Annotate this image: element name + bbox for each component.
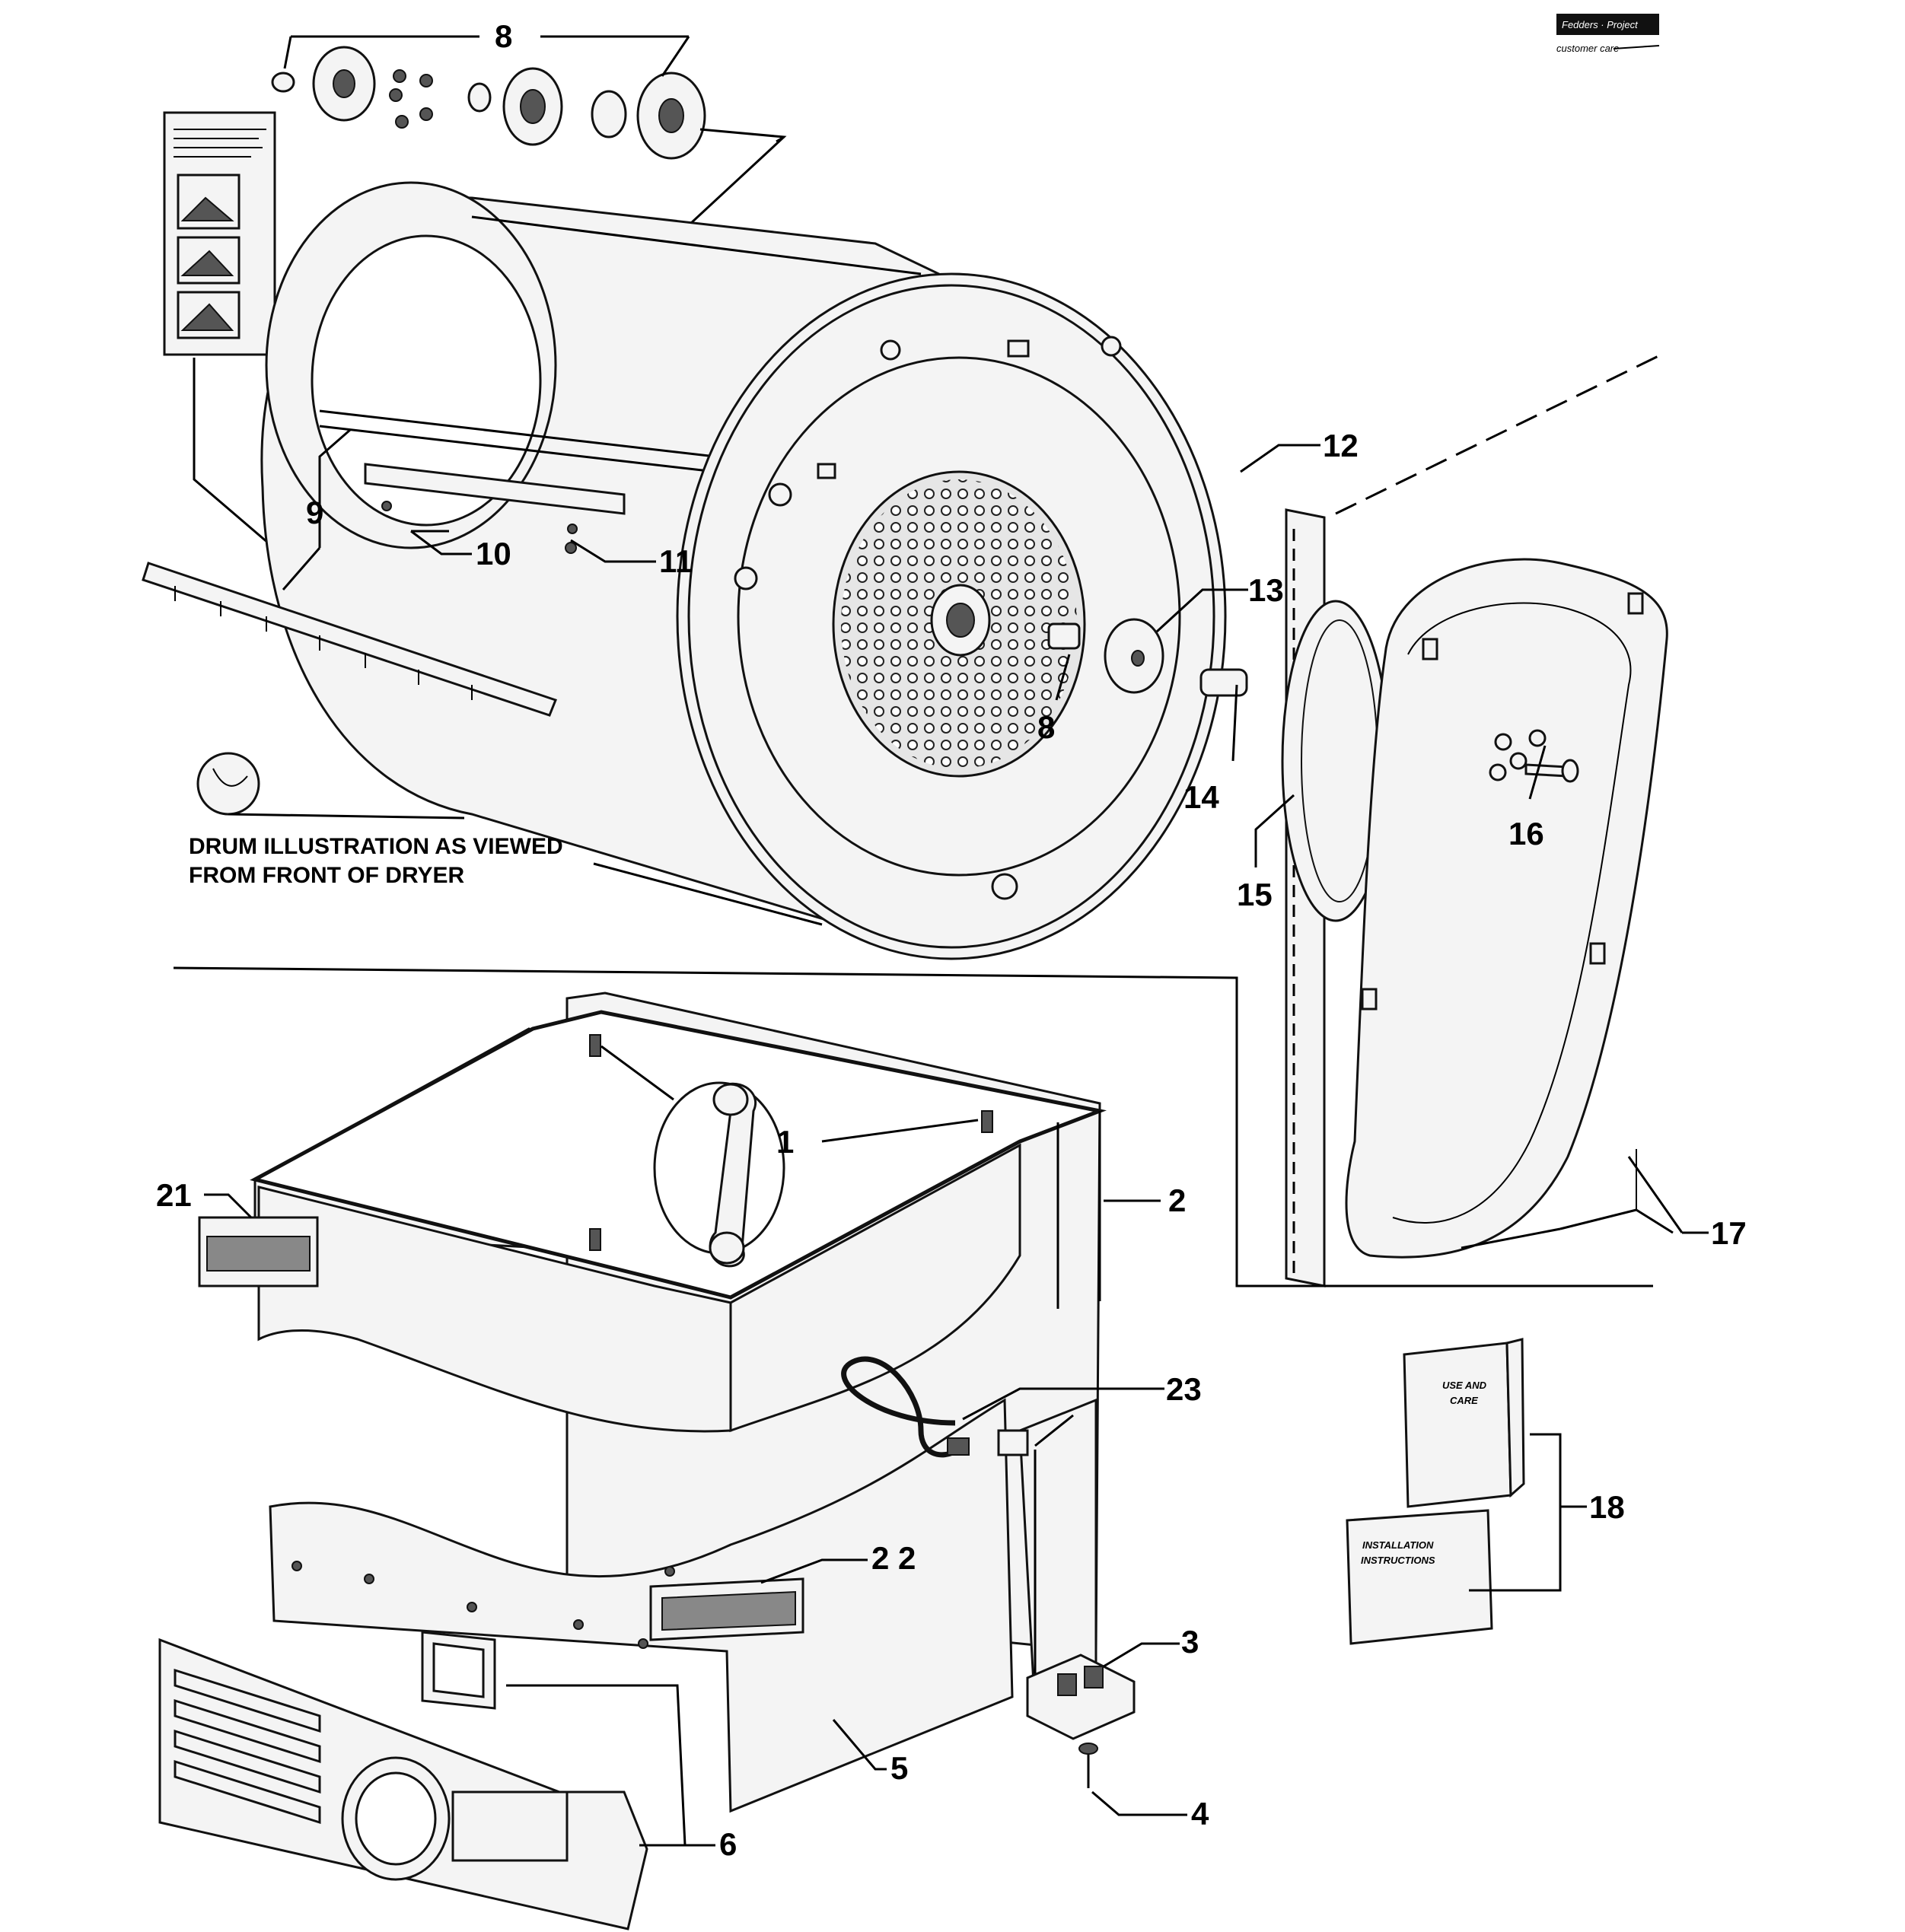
- drum-caption: DRUM ILLUSTRATION AS VIEWED FROM FRONT O…: [189, 752, 823, 926]
- callout-22-label: 2 2: [871, 1540, 916, 1576]
- callout-14: 14: [1183, 684, 1238, 815]
- callout-3: 3: [1103, 1624, 1199, 1668]
- book-use-care-line1: USE AND: [1442, 1380, 1487, 1391]
- base-grille: [158, 1631, 648, 1930]
- callout-8-top-label: 8: [495, 18, 512, 54]
- callout-8-mid: 8: [1037, 654, 1071, 745]
- callout-2-label: 2: [1168, 1182, 1186, 1218]
- callout-16-label: 16: [1508, 816, 1544, 851]
- callout-6-label: 6: [719, 1826, 737, 1862]
- literature-set: USE AND CARE INSTALLATION INSTRUCTIONS 1…: [1346, 1338, 1625, 1645]
- dryer-drum: [260, 181, 1227, 960]
- callout-11: 11: [565, 539, 693, 579]
- callout-12: 12: [1240, 428, 1359, 473]
- callout-1: 1: [776, 1119, 979, 1160]
- caption-line1: DRUM ILLUSTRATION AS VIEWED: [189, 834, 563, 859]
- callout-11-label: 11: [659, 543, 693, 579]
- rear-bearing-parts: [1047, 618, 1248, 697]
- drum-bearing-hardware: [271, 46, 706, 160]
- callout-4: 4: [1091, 1790, 1209, 1832]
- callout-9: 9: [282, 428, 351, 590]
- cabinet-label-21: 21: [156, 1177, 319, 1287]
- power-cord: 23: [841, 1356, 1202, 1458]
- callout-10-label: 10: [476, 536, 511, 571]
- book-install-line2: INSTRUCTIONS: [1361, 1555, 1435, 1566]
- callout-3-label: 3: [1181, 1624, 1199, 1660]
- callout-9-label: 9: [306, 495, 323, 530]
- callout-5: 5: [832, 1719, 908, 1786]
- cabinet-bracket-detail: [589, 1034, 993, 1268]
- book-install-line1: INSTALLATION: [1362, 1539, 1434, 1551]
- callout-5-label: 5: [890, 1750, 908, 1786]
- callout-10: 10: [410, 530, 511, 571]
- brand-logo: Fedders · Project customer care: [1556, 14, 1660, 54]
- leveling-leg-parts: [1026, 1653, 1136, 1788]
- callout-13: 13: [1155, 572, 1284, 633]
- caption-line2: FROM FRONT OF DRYER: [189, 863, 465, 888]
- callout-8-top: 8: [283, 18, 787, 428]
- callout-23-label: 23: [1166, 1371, 1202, 1407]
- section-divider: [173, 966, 1653, 1287]
- cabinet-label-22: 2 2: [649, 1540, 916, 1641]
- rear-bulkhead: [1281, 352, 1668, 1287]
- callout-15-label: 15: [1237, 877, 1273, 912]
- callout-18-label: 18: [1589, 1489, 1625, 1525]
- callout-14-label: 14: [1183, 779, 1219, 815]
- callout-2: 2: [1104, 1182, 1186, 1218]
- callout-4-label: 4: [1191, 1796, 1209, 1832]
- drum-warning-label: [163, 111, 276, 549]
- brand-logo-line2: customer care: [1556, 43, 1619, 54]
- brand-logo-line1: Fedders · Project: [1562, 19, 1639, 30]
- callout-8-mid-label: 8: [1037, 709, 1055, 745]
- callout-17-label: 17: [1711, 1215, 1747, 1251]
- callout-17: 17: [1461, 1149, 1747, 1251]
- callout-15: 15: [1237, 794, 1295, 912]
- callout-21-label: 21: [156, 1177, 192, 1213]
- callout-13-label: 13: [1248, 572, 1284, 608]
- callout-12-label: 12: [1323, 428, 1359, 463]
- callout-1-label: 1: [776, 1124, 794, 1160]
- callout-16: 16: [1508, 745, 1547, 851]
- book-use-care-line2: CARE: [1450, 1395, 1478, 1406]
- callout-6: 6: [506, 1684, 737, 1862]
- drum-front-seal-strip: [142, 562, 557, 717]
